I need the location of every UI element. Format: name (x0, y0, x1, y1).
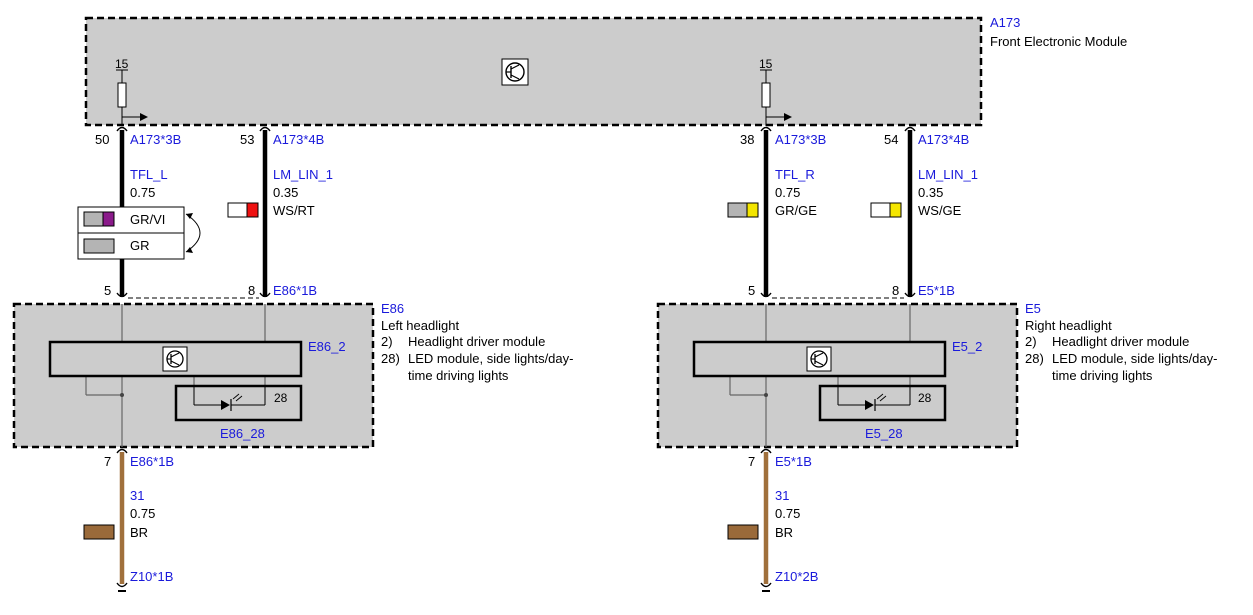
conn-e5-1b-top: E5*1B (918, 283, 955, 298)
e5-driver-id: E5_2 (952, 339, 982, 354)
led-icon (865, 393, 887, 411)
color-alternative-table (77, 206, 201, 260)
ground-cross-right: 0.75 (775, 506, 800, 521)
conn-e5-1b-ground: E5*1B (775, 454, 812, 469)
module-a173-name: Front Electronic Module (990, 34, 1127, 49)
conn-top-a173-3b-left: A173*3B (130, 132, 181, 147)
swatch-gr (83, 238, 115, 254)
e5-led-module[interactable] (818, 384, 947, 422)
swatch-gr-ge (727, 202, 759, 218)
color-option-gr-vi: GR/VI (130, 212, 165, 227)
cross-tfl-r: 0.75 (775, 185, 800, 200)
e5-note-text-3: time driving lights (1052, 368, 1153, 383)
color-gr-ge: GR/GE (775, 203, 817, 218)
e5-id: E5 (1025, 301, 1041, 316)
pin-top-38: 38 (740, 132, 754, 147)
swatch-ws-ge (870, 202, 902, 218)
transistor-icon (806, 346, 832, 372)
pin-e86-7: 7 (104, 454, 111, 469)
cross-lm-lin-right: 0.35 (918, 185, 943, 200)
e5-note-text-1: Headlight driver module (1052, 334, 1189, 349)
color-ws-rt: WS/RT (273, 203, 315, 218)
conn-top-a173-3b-right: A173*3B (775, 132, 826, 147)
e86-id: E86 (381, 301, 404, 316)
e5-name: Right headlight (1025, 318, 1112, 333)
module-a173[interactable] (84, 16, 983, 127)
color-option-gr: GR (130, 238, 150, 253)
swatch-br-left (83, 524, 115, 540)
ground-signal-left: 31 (130, 488, 144, 503)
conn-top-a173-4b-left: A173*4B (273, 132, 324, 147)
terminal-15-left-label: 15 (115, 57, 129, 71)
color-ws-ge: WS/GE (918, 203, 962, 218)
wire-ground-right[interactable] (760, 448, 772, 592)
e5-led-id: E5_28 (865, 426, 903, 441)
signal-lm-lin-left: LM_LIN_1 (273, 167, 333, 182)
conn-e86-1b-ground: E86*1B (130, 454, 174, 469)
terminal-15-right-label: 15 (759, 57, 773, 71)
e86-note-num-2: 28) (381, 351, 400, 366)
e86-note-text-2: LED module, side lights/day- (408, 351, 573, 366)
ground-point-right: Z10*2B (775, 569, 818, 584)
signal-tfl-r: TFL_R (775, 167, 815, 182)
e86-led-num: 28 (274, 391, 288, 405)
pin-e5-7: 7 (748, 454, 755, 469)
module-a173-id: A173 (990, 15, 1020, 30)
transistor-icon (501, 58, 529, 86)
ground-signal-right: 31 (775, 488, 789, 503)
e86-note-num-1: 2) (381, 334, 393, 349)
e5-note-num-2: 28) (1025, 351, 1044, 366)
pin-e5-5: 5 (748, 283, 755, 298)
e5-note-text-2: LED module, side lights/day- (1052, 351, 1217, 366)
pin-top-53: 53 (240, 132, 254, 147)
ground-cross-left: 0.75 (130, 506, 155, 521)
terminal-15-right (760, 69, 792, 126)
e86-note-text-1: Headlight driver module (408, 334, 545, 349)
conn-top-a173-4b-right: A173*4B (918, 132, 969, 147)
pin-e86-8: 8 (248, 283, 255, 298)
wire-lm-lin-right[interactable] (904, 126, 916, 298)
cross-tfl-l: 0.75 (130, 185, 155, 200)
signal-tfl-l: TFL_L (130, 167, 168, 182)
swatch-br-right (727, 524, 759, 540)
e86-led-id: E86_28 (220, 426, 265, 441)
pin-e5-8: 8 (892, 283, 899, 298)
e5-note-num-1: 2) (1025, 334, 1037, 349)
ground-color-left: BR (130, 525, 148, 540)
e86-note-text-3: time driving lights (408, 368, 509, 383)
wire-lm-lin-left[interactable] (259, 126, 271, 298)
terminal-15-left (116, 69, 148, 126)
e86-driver-id: E86_2 (308, 339, 346, 354)
transistor-icon (162, 346, 188, 372)
ground-point-left: Z10*1B (130, 569, 173, 584)
conn-e86-1b-top: E86*1B (273, 283, 317, 298)
e86-led-module[interactable] (174, 384, 303, 422)
swatch-ws-rt (227, 202, 259, 218)
signal-lm-lin-right: LM_LIN_1 (918, 167, 978, 182)
wire-ground-left[interactable] (116, 448, 128, 592)
led-icon (221, 393, 243, 411)
pin-top-54: 54 (884, 132, 898, 147)
e5-led-num: 28 (918, 391, 932, 405)
pin-e86-5: 5 (104, 283, 111, 298)
ground-color-right: BR (775, 525, 793, 540)
cross-lm-lin-left: 0.35 (273, 185, 298, 200)
pin-top-50: 50 (95, 132, 109, 147)
wire-tfl-r[interactable] (760, 126, 772, 298)
e86-name: Left headlight (381, 318, 459, 333)
